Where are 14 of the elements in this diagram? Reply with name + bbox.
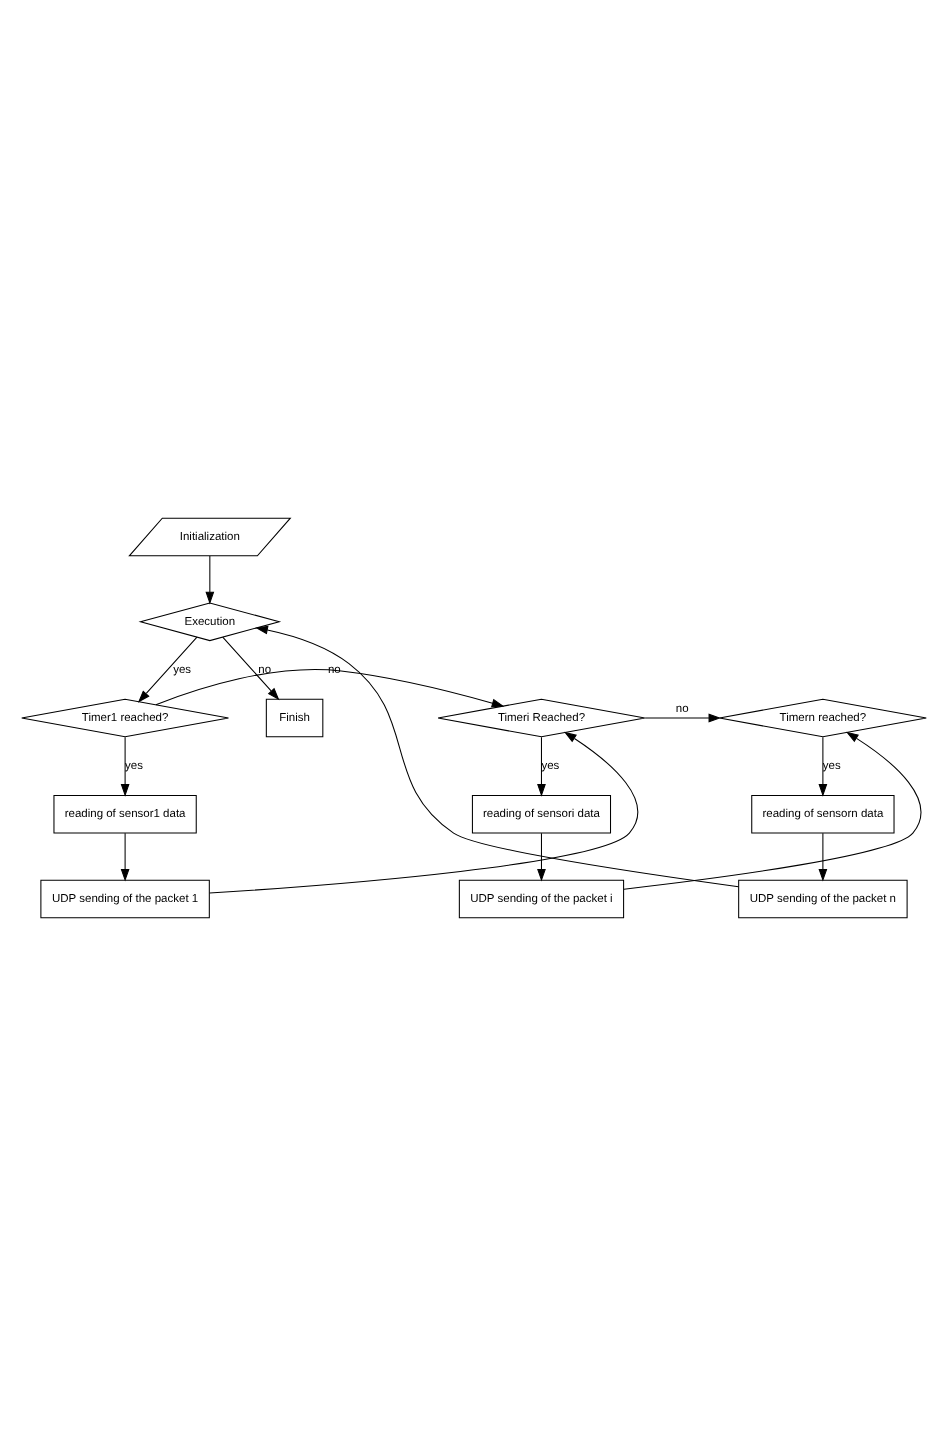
- arrow: [137, 636, 198, 703]
- arrow: [818, 736, 828, 797]
- arrow: [209, 731, 639, 894]
- arrow: [818, 832, 828, 882]
- arrow: [222, 636, 280, 701]
- arrow: [120, 736, 130, 797]
- arrow: [205, 555, 215, 605]
- arrow: [120, 832, 130, 882]
- arrow: [537, 832, 546, 882]
- arrow: [155, 669, 505, 708]
- arrow: [644, 713, 722, 723]
- arrow: [537, 736, 546, 797]
- arrow: [623, 731, 922, 890]
- arrow: [255, 625, 740, 888]
